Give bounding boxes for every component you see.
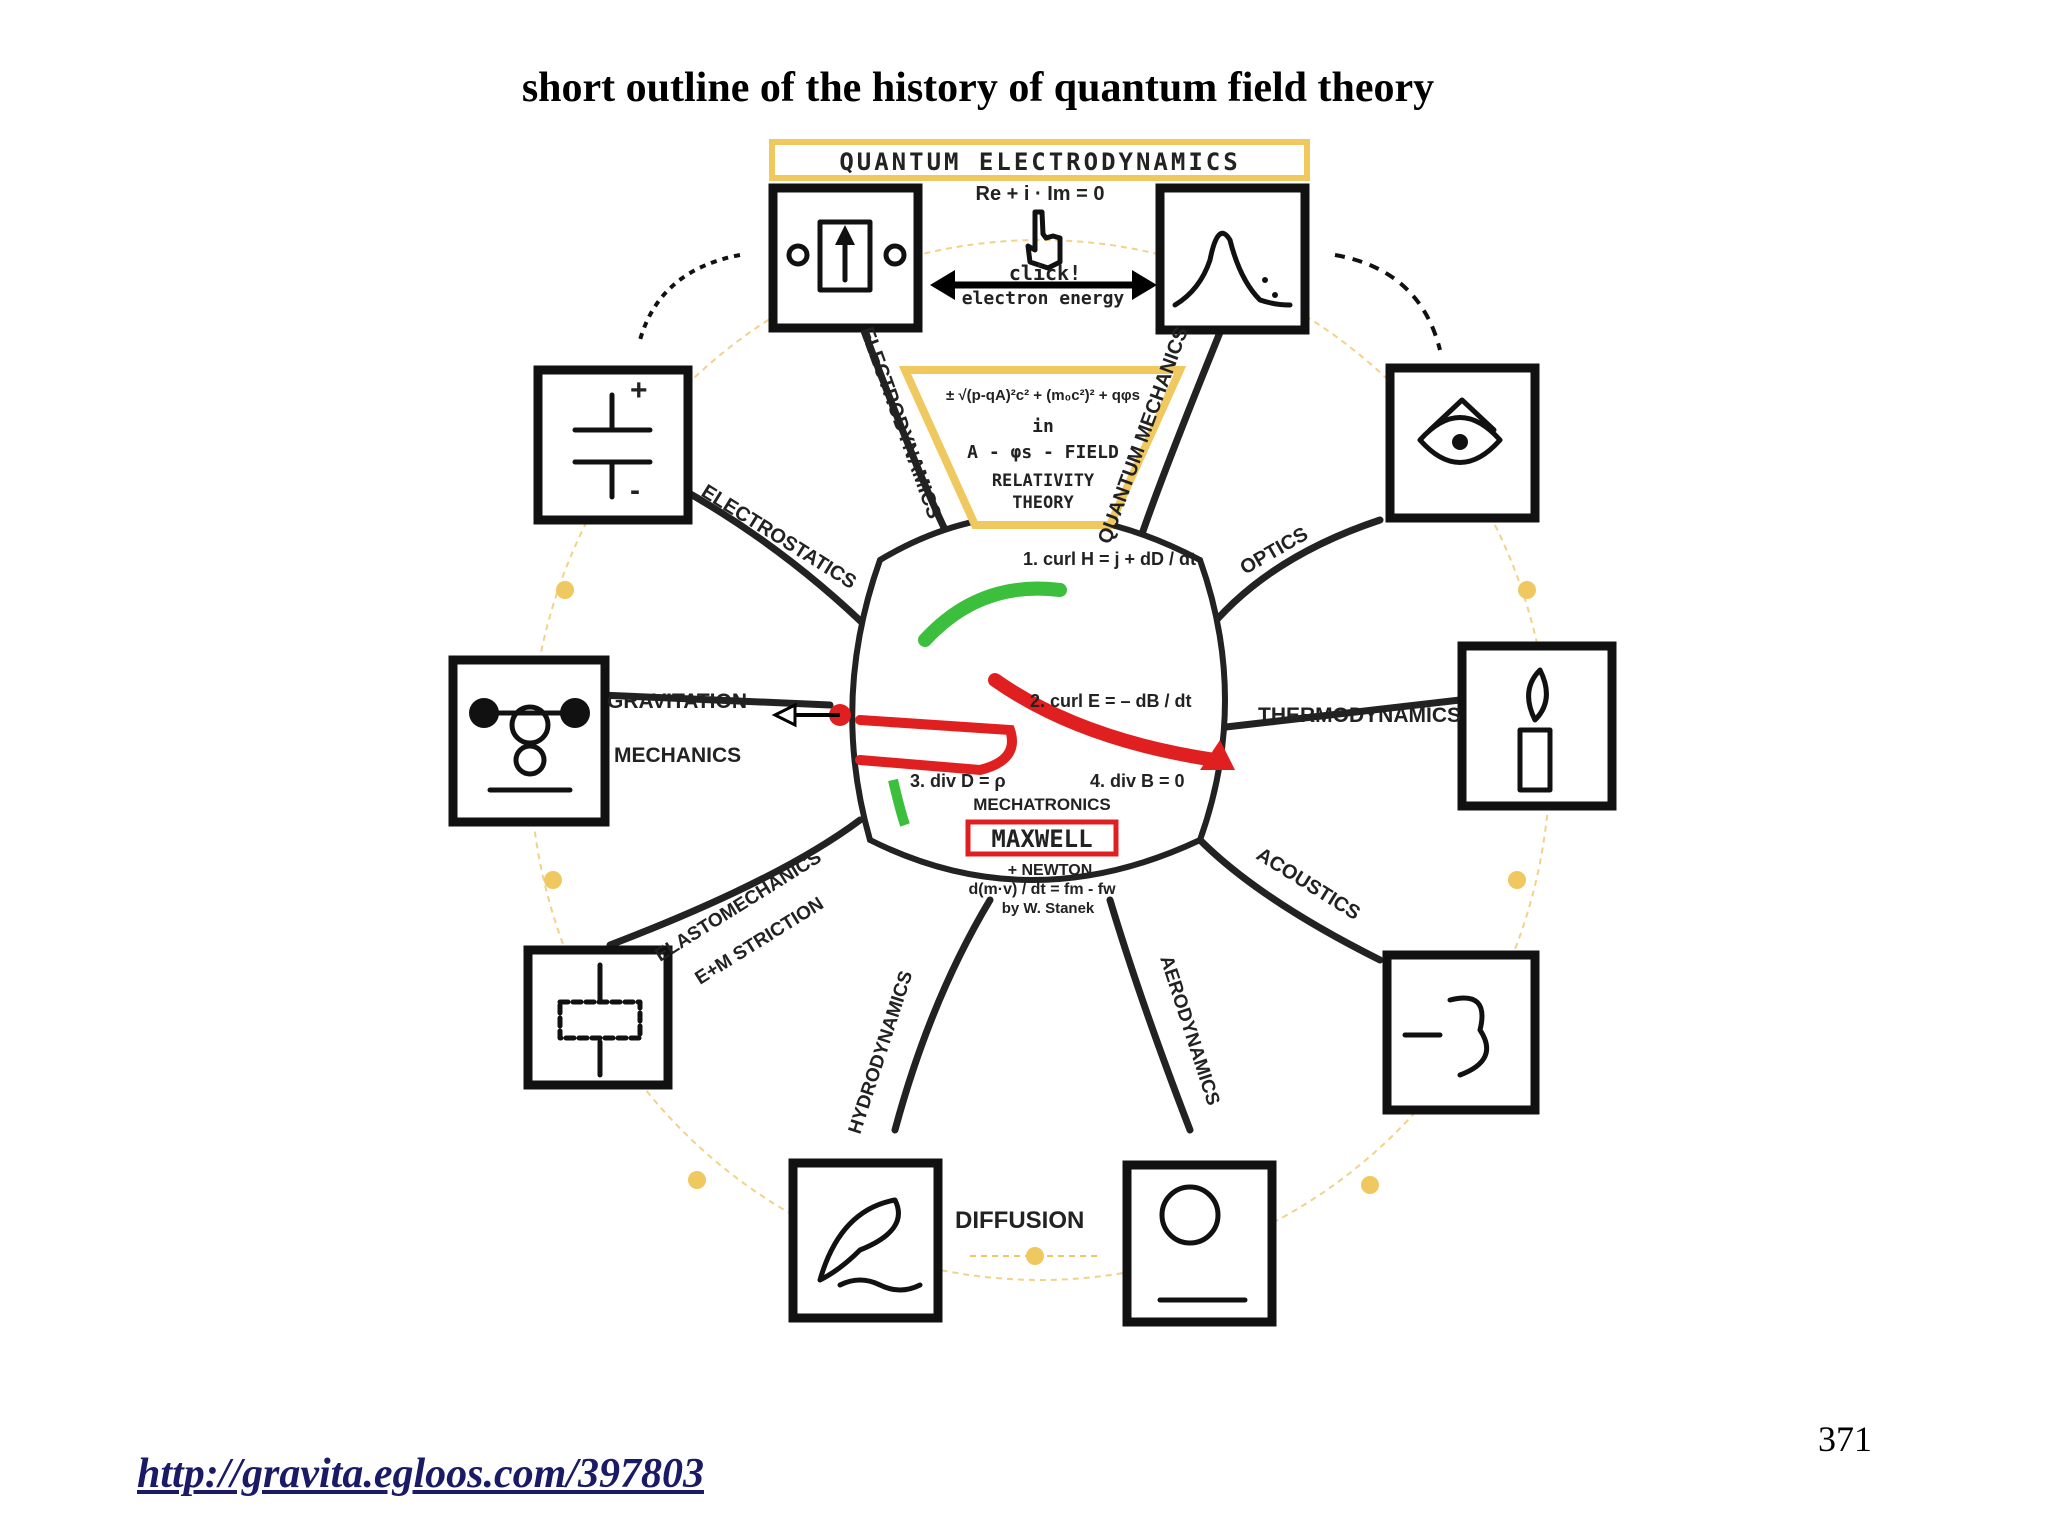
formula-top: Re + i · Im = 0 <box>976 183 1105 205</box>
ring-dot-bottom-right <box>1361 1176 1379 1194</box>
maxwell-eq-1: 1. curl H = j + dD / dt <box>1023 549 1196 569</box>
box-hydrodynamics[interactable] <box>788 1158 943 1323</box>
maxwell-eq-4: 4. div B = 0 <box>1090 771 1185 791</box>
label-hydrodynamics: HYDRODYNAMICS <box>845 968 917 1136</box>
box-optics[interactable] <box>1385 363 1540 523</box>
green-arrow-upper <box>918 581 1067 647</box>
maxwell-eq-2: 2. curl E = – dB / dt <box>1030 691 1192 711</box>
qed-header: QUANTUM ELECTRODYNAMICS <box>839 148 1240 176</box>
newton-label: + NEWTON <box>1008 862 1093 879</box>
svg-text:-: - <box>630 474 640 507</box>
ring-dot-right-lower <box>1508 871 1526 889</box>
slide-title: short outline of the history of quantum … <box>521 65 1435 111</box>
mechatronics-label: MECHATRONICS <box>973 795 1111 814</box>
maxwell-eq-3: 3. div D = ρ <box>910 771 1006 791</box>
box-aerodynamics[interactable] <box>1122 1160 1277 1327</box>
relativity-line1: RELATIVITY <box>992 471 1095 491</box>
ring-dot-bottom-left <box>688 1171 706 1189</box>
qed-header-box <box>769 139 1310 181</box>
relativity-line2: THEORY <box>1012 493 1074 513</box>
click-label[interactable]: click! <box>1009 261 1081 285</box>
branch-lines <box>596 316 1464 1134</box>
source-link[interactable]: http://gravita.egloos.com/397803 <box>137 1451 704 1497</box>
box-gravitation[interactable] <box>448 655 610 827</box>
ring-dot-bottom <box>1026 1247 1044 1265</box>
field-label: A - φs - FIELD <box>967 442 1119 463</box>
hand-pointer-icon[interactable] <box>1025 209 1063 271</box>
label-thermodynamics: THERMODYNAMICS <box>1258 704 1461 727</box>
page-number: 371 <box>1818 1419 1872 1459</box>
green-arrow-lower <box>888 778 910 827</box>
ring-dot-left-lower <box>544 871 562 889</box>
red-arrow-left <box>855 715 1017 776</box>
label-aerodynamics: AERODYNAMICS <box>1155 953 1223 1108</box>
svg-text:+: + <box>630 374 648 407</box>
ring-dot-left-upper <box>556 581 574 599</box>
label-gravitation: GRAVITATION <box>607 690 747 713</box>
box-elastomechanics[interactable] <box>523 945 673 1090</box>
newton-eq: d(m·v) / dt = fm - fw <box>968 881 1116 898</box>
label-em-striction: E+M STRICTION <box>692 893 828 989</box>
in-word: in <box>1032 416 1054 437</box>
label-diffusion: DIFFUSION <box>955 1207 1084 1234</box>
relativity-trapezoid <box>898 366 1187 529</box>
box-electrodynamics[interactable] <box>768 183 923 333</box>
energy-formula: ± √(p-qA)²c² + (m₀c²)² + qφs <box>946 387 1140 404</box>
ring-dot-right-upper <box>1518 581 1536 599</box>
label-acoustics: ACOUSTICS <box>1252 844 1364 925</box>
red-arrow-main <box>988 673 1222 767</box>
box-electrostatics[interactable]: +- <box>533 365 693 525</box>
electron-energy-label: electron energy <box>962 288 1125 309</box>
maxwell-box <box>965 819 1119 857</box>
dotted-arrow-left <box>638 253 741 341</box>
label-electrostatics: ELECTROSTATICS <box>697 481 860 594</box>
box-thermodynamics[interactable] <box>1457 641 1617 811</box>
maxwell-label[interactable]: MAXWELL <box>991 825 1092 853</box>
label-mechanics: MECHANICS <box>614 744 741 767</box>
dashed-arrow-right <box>1334 253 1442 351</box>
author-label: by W. Stanek <box>1002 900 1095 917</box>
box-acoustics[interactable] <box>1382 950 1540 1115</box>
box-quantum-mechanics[interactable] <box>1155 183 1310 335</box>
